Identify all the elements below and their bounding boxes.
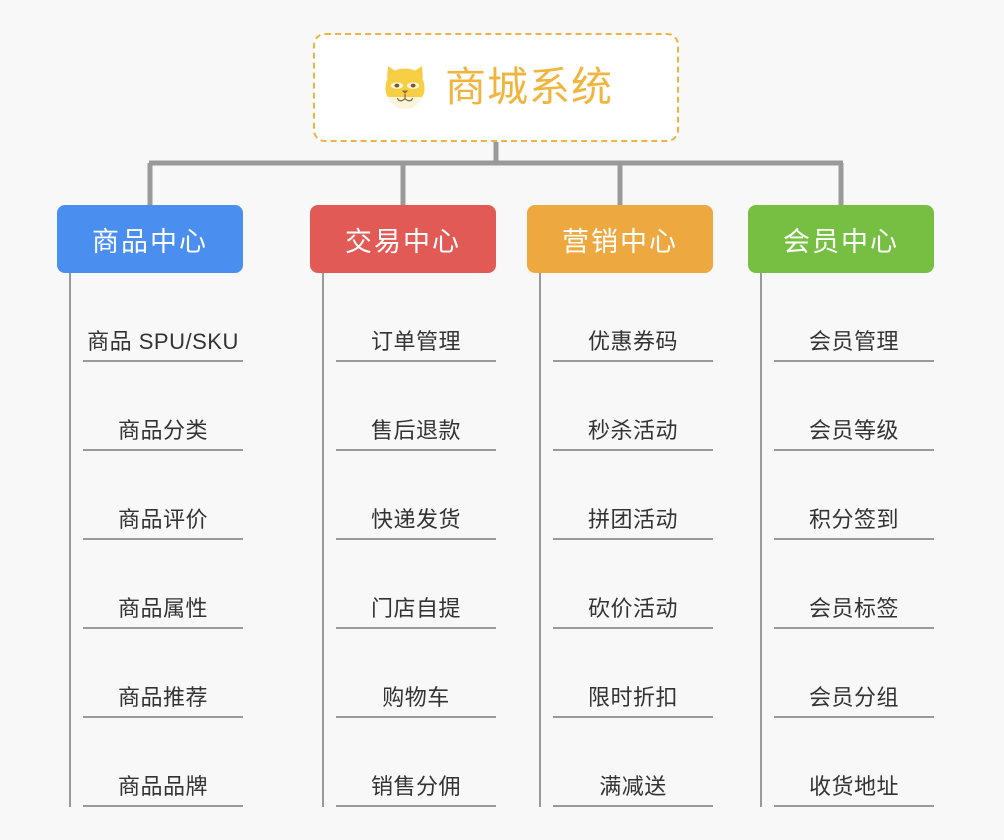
branch-column-2: 交易中心 订单管理 售后退款 快递发货 门店自提 购物车 销售分佣 bbox=[310, 205, 496, 807]
leaf-item[interactable]: 会员等级 bbox=[774, 362, 934, 451]
branch-head-3-label: 营销中心 bbox=[562, 226, 678, 257]
leaf-label: 限时折扣 bbox=[587, 684, 678, 710]
leaf-item[interactable]: 会员分组 bbox=[774, 629, 934, 718]
leaf-label: 商品评价 bbox=[117, 506, 208, 532]
leaf-item[interactable]: 商品属性 bbox=[83, 540, 243, 629]
leaf-item[interactable]: 积分签到 bbox=[774, 451, 934, 540]
leaf-label: 收货地址 bbox=[808, 773, 899, 799]
branch-head-1[interactable]: 商品中心 bbox=[57, 205, 243, 273]
leaf-list-1: 商品 SPU/SKU 商品分类 商品评价 商品属性 商品推荐 商品品牌 bbox=[69, 273, 243, 807]
leaf-item[interactable]: 限时折扣 bbox=[553, 629, 713, 718]
leaf-item[interactable]: 商品推荐 bbox=[83, 629, 243, 718]
leaf-label: 会员管理 bbox=[808, 328, 899, 354]
branch-head-4-label: 会员中心 bbox=[783, 226, 899, 257]
branch-head-3[interactable]: 营销中心 bbox=[527, 205, 713, 273]
leaf-item[interactable]: 商品品牌 bbox=[83, 718, 243, 807]
leaf-item[interactable]: 商品 SPU/SKU bbox=[83, 273, 243, 362]
leaf-label: 商品品牌 bbox=[117, 773, 208, 799]
leaf-label: 会员分组 bbox=[808, 684, 899, 710]
branch-head-1-label: 商品中心 bbox=[92, 226, 208, 257]
leaf-label: 商品推荐 bbox=[117, 684, 208, 710]
leaf-item[interactable]: 拼团活动 bbox=[553, 451, 713, 540]
leaf-item[interactable]: 秒杀活动 bbox=[553, 362, 713, 451]
leaf-item[interactable]: 销售分佣 bbox=[336, 718, 496, 807]
leaf-item[interactable]: 会员管理 bbox=[774, 273, 934, 362]
branch-head-2[interactable]: 交易中心 bbox=[310, 205, 496, 273]
leaf-label: 砍价活动 bbox=[587, 595, 678, 621]
leaf-item[interactable]: 订单管理 bbox=[336, 273, 496, 362]
leaf-list-2: 订单管理 售后退款 快递发货 门店自提 购物车 销售分佣 bbox=[322, 273, 496, 807]
root-node[interactable]: 商城系统 bbox=[313, 33, 679, 142]
leaf-label: 购物车 bbox=[382, 684, 450, 710]
leaf-item[interactable]: 商品分类 bbox=[83, 362, 243, 451]
leaf-label: 商品分类 bbox=[117, 417, 208, 443]
branch-column-1: 商品中心 商品 SPU/SKU 商品分类 商品评价 商品属性 商品推荐 商品品牌 bbox=[57, 205, 243, 807]
leaf-label: 售后退款 bbox=[370, 417, 461, 443]
leaf-list-3: 优惠券码 秒杀活动 拼团活动 砍价活动 限时折扣 满减送 bbox=[539, 273, 713, 807]
leaf-label: 积分签到 bbox=[808, 506, 899, 532]
leaf-item[interactable]: 优惠券码 bbox=[553, 273, 713, 362]
branch-column-3: 营销中心 优惠券码 秒杀活动 拼团活动 砍价活动 限时折扣 满减送 bbox=[527, 205, 713, 807]
shiba-dog-face-icon bbox=[385, 65, 425, 109]
leaf-label: 满减送 bbox=[599, 773, 667, 799]
leaf-item[interactable]: 门店自提 bbox=[336, 540, 496, 629]
leaf-label: 商品 SPU/SKU bbox=[87, 328, 239, 354]
leaf-label: 订单管理 bbox=[370, 328, 461, 354]
leaf-label: 门店自提 bbox=[370, 595, 461, 621]
leaf-label: 销售分佣 bbox=[370, 773, 461, 799]
leaf-item[interactable]: 会员标签 bbox=[774, 540, 934, 629]
leaf-list-4: 会员管理 会员等级 积分签到 会员标签 会员分组 收货地址 bbox=[760, 273, 934, 807]
leaf-label: 会员标签 bbox=[808, 595, 899, 621]
leaf-item[interactable]: 售后退款 bbox=[336, 362, 496, 451]
leaf-label: 快递发货 bbox=[370, 506, 461, 532]
leaf-item[interactable]: 满减送 bbox=[553, 718, 713, 807]
leaf-item[interactable]: 砍价活动 bbox=[553, 540, 713, 629]
leaf-item[interactable]: 快递发货 bbox=[336, 451, 496, 540]
branch-column-4: 会员中心 会员管理 会员等级 积分签到 会员标签 会员分组 收货地址 bbox=[748, 205, 934, 807]
leaf-item[interactable]: 收货地址 bbox=[774, 718, 934, 807]
leaf-label: 拼团活动 bbox=[587, 506, 678, 532]
leaf-label: 优惠券码 bbox=[587, 328, 678, 354]
leaf-label: 秒杀活动 bbox=[587, 417, 678, 443]
leaf-label: 商品属性 bbox=[117, 595, 208, 621]
root-title: 商城系统 bbox=[445, 64, 613, 110]
leaf-item[interactable]: 购物车 bbox=[336, 629, 496, 718]
branch-head-4[interactable]: 会员中心 bbox=[748, 205, 934, 273]
branch-head-2-label: 交易中心 bbox=[345, 226, 461, 257]
leaf-item[interactable]: 商品评价 bbox=[83, 451, 243, 540]
leaf-label: 会员等级 bbox=[808, 417, 899, 443]
